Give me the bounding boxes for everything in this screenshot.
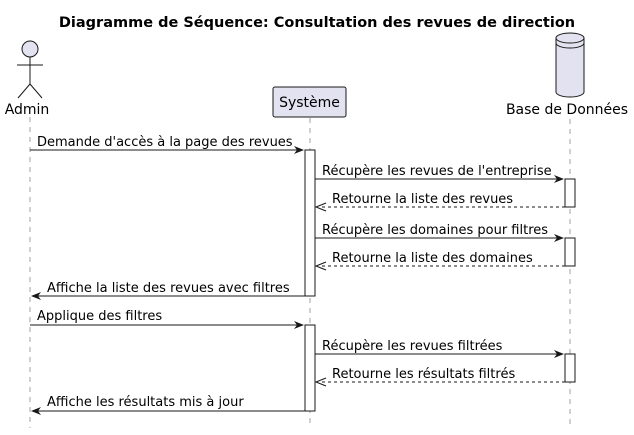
message-10: Affiche les résultats mis à jour <box>31 395 305 415</box>
message-label: Retourne les résultats filtrés <box>332 367 515 382</box>
message-label: Demande d'accès à la page des revues <box>37 135 293 150</box>
message-3: Retourne la liste des revues <box>314 192 565 212</box>
activation-systeme-1 <box>304 149 316 297</box>
message-label: Retourne la liste des revues <box>332 192 513 207</box>
participant-label-admin: Admin <box>5 102 50 118</box>
message-5: Retourne la liste des domaines <box>314 251 565 271</box>
activation-bdd-1 <box>564 178 576 208</box>
message-label: Affiche la liste des revues avec filtres <box>47 281 290 296</box>
activation-systeme-2 <box>304 324 316 412</box>
message-9: Retourne les résultats filtrés <box>314 367 565 387</box>
participant-bdd: Base de Données <box>506 32 628 118</box>
participant-label-bdd: Base de Données <box>506 102 628 118</box>
message-label: Applique des filtres <box>37 309 162 324</box>
participant-label-systeme: Système <box>279 95 340 111</box>
participant-admin: Admin <box>5 40 50 118</box>
message-1: Demande d'accès à la page des revues <box>30 135 304 154</box>
message-label: Récupère les revues de l'entreprise <box>322 164 552 179</box>
message-8: Récupère les revues filtrées <box>315 339 564 358</box>
activation-bdd-2 <box>564 237 576 267</box>
message-2: Récupère les revues de l'entreprise <box>315 164 564 183</box>
participant-box <box>272 86 347 118</box>
actor-icon <box>17 40 43 99</box>
participant-systeme: Système <box>272 86 347 118</box>
activation-bdd-3 <box>564 353 576 383</box>
diagram-title: Diagramme de Séquence: Consultation des … <box>59 15 575 31</box>
message-label: Affiche les résultats mis à jour <box>47 395 244 410</box>
message-label: Récupère les domaines pour filtres <box>322 223 548 238</box>
message-7: Applique des filtres <box>30 309 304 329</box>
message-label: Retourne la liste des domaines <box>332 251 533 266</box>
message-label: Récupère les revues filtrées <box>322 339 503 354</box>
message-4: Récupère les domaines pour filtres <box>315 223 564 242</box>
message-6: Affiche la liste des revues avec filtres <box>31 281 305 300</box>
database-icon <box>555 32 585 98</box>
